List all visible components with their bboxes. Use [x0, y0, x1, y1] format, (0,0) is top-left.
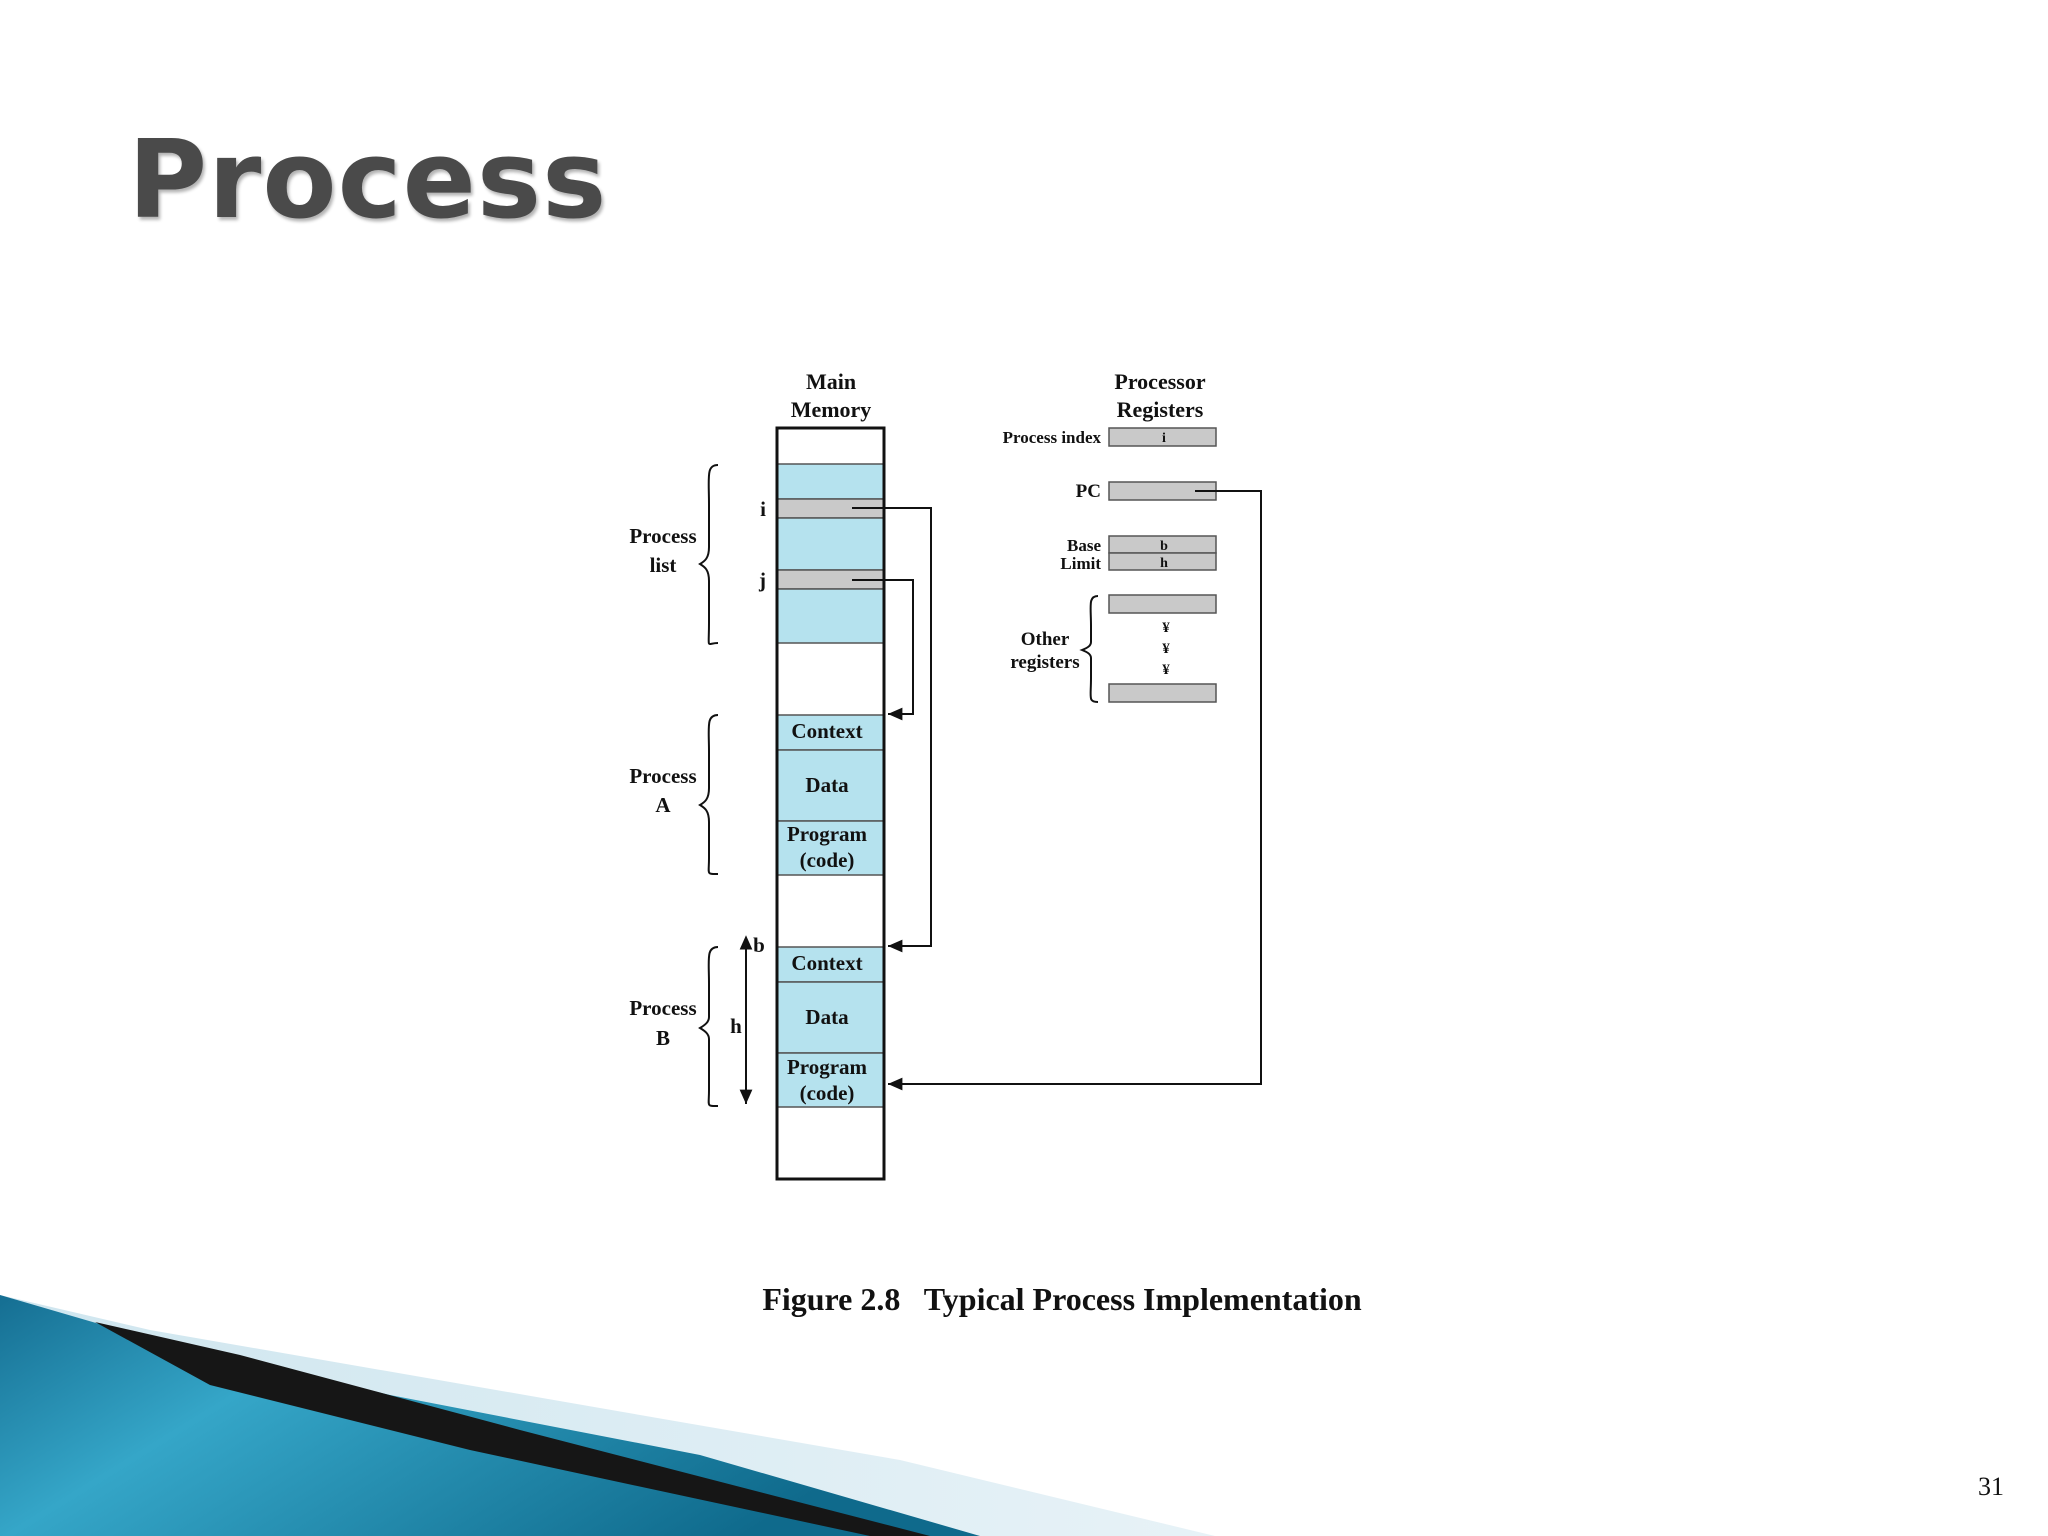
process-b-label-line1: Process: [629, 996, 696, 1020]
process-index-register: [1108, 427, 1217, 447]
process-a-context-block: [776, 714, 885, 751]
other-registers-label-line2: registers: [1010, 652, 1079, 673]
processor-registers-header-line2: Registers: [1117, 397, 1204, 422]
base-label: Base: [1067, 536, 1101, 555]
main-memory-column: [775, 426, 886, 1181]
other-register-top: [1108, 594, 1217, 614]
other-register-bottom: [1108, 683, 1217, 703]
process-b-program-block: [776, 1052, 885, 1108]
main-memory-header-line1: Main: [806, 369, 856, 394]
process-list-brace: [698, 464, 719, 646]
process-list-label-line1: Process: [629, 524, 696, 548]
process-b-context-block: [776, 946, 885, 983]
process-b-brace: [698, 946, 719, 1108]
entry-j-pointer-arrow: [852, 579, 914, 721]
other-registers-brace: [1079, 595, 1099, 703]
process-a-program-label-line2: (code): [800, 848, 855, 872]
other-register-dot-1: ¥: [1162, 620, 1170, 636]
limit-label: Limit: [1060, 554, 1101, 573]
main-memory-header-line2: Memory: [791, 397, 872, 422]
process-index-label: Process index: [1003, 428, 1102, 447]
limit-value: h: [1160, 556, 1168, 571]
process-b-program-label-line2: (code): [800, 1081, 855, 1105]
other-register-dot-2: ¥: [1162, 641, 1170, 657]
other-register-dot-3: ¥: [1162, 662, 1170, 678]
process-b-data-label: Data: [805, 1005, 849, 1029]
process-a-program-label-line1: Program: [787, 822, 868, 846]
process-b-context-label: Context: [791, 951, 862, 975]
process-b-length-marker: h: [730, 1014, 742, 1038]
pc-label: PC: [1076, 481, 1101, 502]
pc-pointer-arrow: [888, 490, 1262, 1091]
limit-register: [1108, 552, 1217, 571]
page-number: 31: [1978, 1472, 2004, 1501]
process-a-label-line2: A: [655, 793, 671, 817]
process-list-block-2: [776, 517, 885, 571]
process-a-brace: [698, 714, 719, 876]
process-a-data-label: Data: [805, 773, 849, 797]
process-index-value: i: [1162, 431, 1166, 446]
process-list-label-line2: list: [650, 553, 677, 577]
process-a-label-line1: Process: [629, 764, 696, 788]
process-b-base-marker: b: [753, 933, 765, 957]
process-a-context-label: Context: [791, 719, 862, 743]
other-registers-label-line1: Other: [1021, 629, 1070, 650]
base-value: b: [1160, 539, 1168, 554]
process-list-block-1: [776, 463, 885, 500]
process-list-i-marker: i: [760, 497, 766, 521]
process-a-program-block: [776, 820, 885, 876]
process-a-data-block: [776, 749, 885, 822]
process-list-block-3: [776, 588, 885, 644]
process-b-program-label-line1: Program: [787, 1055, 868, 1079]
processor-registers-header-line1: Processor: [1114, 369, 1205, 394]
entry-i-pointer-arrow: [852, 507, 932, 953]
figure-caption: Figure 2.8 Typical Process Implementatio…: [762, 1281, 1362, 1317]
process-b-label-line2: B: [656, 1026, 670, 1050]
slide-title: Process: [128, 118, 608, 243]
process-list-j-marker: j: [758, 568, 766, 592]
